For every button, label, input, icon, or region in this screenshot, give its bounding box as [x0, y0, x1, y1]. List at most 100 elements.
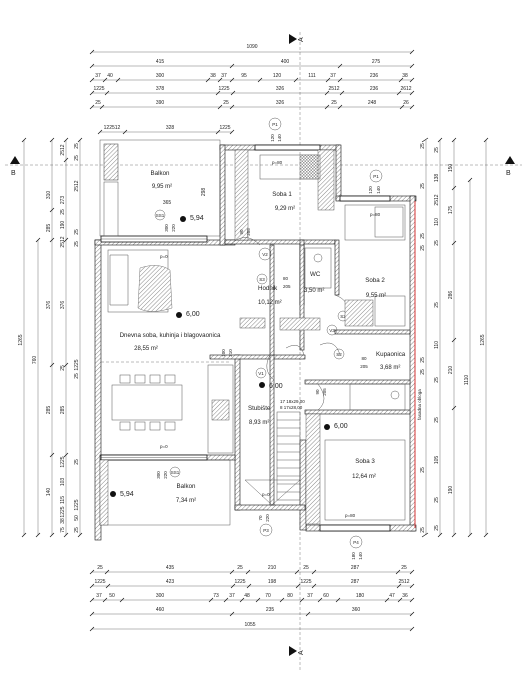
svg-text:760: 760 — [32, 356, 38, 365]
svg-text:38: 38 — [60, 518, 66, 524]
svg-text:105: 105 — [434, 456, 440, 465]
room-hodnik: Hodnik 10,12 m² S3 80 205 — [239, 273, 321, 331]
svg-text:Balkon: Balkon — [177, 483, 196, 490]
section-arrow-a-top — [289, 34, 297, 44]
svg-text:S3: S3 — [259, 277, 265, 282]
room-soba-3: 6,00 90 205 Soba 3 12,64 m² p=80 P4 180 … — [305, 383, 406, 560]
svg-text:9,55 m²: 9,55 m² — [366, 293, 386, 299]
svg-text:12,64 m²: 12,64 m² — [352, 474, 376, 480]
svg-text:60: 60 — [323, 593, 329, 599]
svg-text:103: 103 — [60, 478, 66, 487]
svg-text:205: 205 — [283, 284, 291, 289]
svg-text:50: 50 — [74, 515, 80, 521]
svg-text:73: 73 — [213, 593, 219, 599]
top-dimensions: 1090 415 400 275 37 40 300 38 37 95 120 … — [89, 44, 415, 135]
svg-text:415: 415 — [156, 59, 165, 65]
svg-text:28,55 m²: 28,55 m² — [134, 346, 158, 352]
svg-text:p=80: p=80 — [370, 212, 381, 217]
svg-text:460: 460 — [156, 607, 165, 613]
svg-text:90: 90 — [315, 389, 320, 395]
svg-text:37: 37 — [221, 73, 227, 79]
svg-text:SS1: SS1 — [171, 470, 180, 475]
svg-text:V1: V1 — [258, 371, 264, 376]
room-stubiste: V1 6,00 Stubište 8,93 m² 17 18x29,00 8 1… — [244, 367, 305, 537]
svg-text:287: 287 — [351, 565, 360, 571]
svg-text:95: 95 — [241, 73, 247, 79]
svg-text:p=0: p=0 — [160, 254, 168, 259]
svg-text:Kupaonica: Kupaonica — [376, 351, 406, 358]
svg-text:25: 25 — [74, 241, 80, 247]
svg-text:190: 190 — [60, 221, 66, 230]
svg-text:300: 300 — [156, 73, 165, 79]
svg-text:37: 37 — [229, 593, 235, 599]
svg-text:25: 25 — [60, 365, 66, 371]
svg-text:210: 210 — [228, 349, 233, 357]
svg-text:1225: 1225 — [74, 359, 80, 370]
svg-text:25: 25 — [420, 527, 426, 533]
svg-text:37: 37 — [96, 593, 102, 599]
svg-text:2512: 2512 — [398, 579, 409, 585]
svg-text:2512: 2512 — [328, 86, 339, 92]
level-marker-1 — [180, 216, 186, 222]
svg-text:25: 25 — [74, 155, 80, 161]
svg-text:48: 48 — [244, 593, 250, 599]
svg-text:25: 25 — [420, 183, 426, 189]
svg-text:198: 198 — [268, 579, 277, 585]
svg-text:25: 25 — [434, 147, 440, 153]
svg-text:25: 25 — [237, 565, 243, 571]
svg-text:p=0: p=0 — [160, 444, 168, 449]
svg-text:25: 25 — [74, 459, 80, 465]
facade-note: fasadna obloga — [417, 389, 422, 420]
svg-text:220: 220 — [265, 514, 270, 522]
level-marker-3 — [259, 382, 265, 388]
svg-text:Stubište: Stubište — [248, 405, 271, 412]
svg-text:P1: P1 — [272, 122, 278, 127]
svg-text:25: 25 — [74, 229, 80, 235]
svg-text:236: 236 — [370, 86, 379, 92]
svg-text:285: 285 — [46, 224, 52, 233]
svg-text:25: 25 — [434, 497, 440, 503]
dim-top-total: 1090 — [246, 44, 257, 50]
svg-text:298: 298 — [201, 188, 207, 197]
balcony-bottom: 5,94 Balkon 7,34 m² 300 220 SS1 — [99, 459, 231, 526]
building-walls — [94, 144, 417, 541]
svg-text:1225: 1225 — [93, 86, 104, 92]
svg-text:286: 286 — [448, 291, 454, 300]
svg-text:236: 236 — [370, 73, 379, 79]
section-label-a-bottom: A — [298, 650, 305, 655]
svg-text:287: 287 — [351, 579, 360, 585]
svg-text:SS1: SS1 — [156, 213, 165, 218]
svg-text:25: 25 — [420, 369, 426, 375]
svg-text:Dnevna soba, kuhinja i blagova: Dnevna soba, kuhinja i blagovaonica — [120, 332, 221, 339]
dim-bottom-total: 1055 — [244, 622, 255, 628]
svg-text:P3: P3 — [263, 528, 269, 533]
svg-text:36: 36 — [402, 593, 408, 599]
svg-text:190: 190 — [448, 486, 454, 495]
svg-text:378: 378 — [156, 86, 165, 92]
svg-text:90: 90 — [239, 229, 244, 235]
svg-text:248: 248 — [368, 100, 377, 106]
section-arrow-b-left — [10, 156, 20, 164]
svg-text:25: 25 — [223, 100, 229, 106]
svg-text:50: 50 — [109, 593, 115, 599]
dim-left-total: 1265 — [18, 334, 24, 345]
svg-text:80: 80 — [361, 356, 367, 361]
svg-text:1110: 1110 — [464, 375, 470, 386]
svg-text:2512: 2512 — [74, 180, 80, 191]
svg-text:70: 70 — [258, 515, 263, 521]
svg-text:1225: 1225 — [74, 499, 80, 510]
svg-text:37: 37 — [95, 73, 101, 79]
svg-text:17 18x29,00: 17 18x29,00 — [280, 399, 305, 404]
svg-text:6,00: 6,00 — [269, 383, 283, 390]
svg-text:25: 25 — [74, 143, 80, 149]
svg-text:360: 360 — [352, 607, 361, 613]
svg-text:25: 25 — [420, 143, 426, 149]
svg-text:8,93 m²: 8,93 m² — [249, 420, 269, 426]
svg-text:300: 300 — [164, 224, 169, 232]
svg-text:Balkon: Balkon — [151, 170, 170, 177]
svg-text:122512: 122512 — [104, 125, 121, 131]
svg-text:180: 180 — [356, 593, 365, 599]
svg-text:5,94: 5,94 — [120, 491, 134, 498]
svg-text:6,00: 6,00 — [186, 311, 200, 318]
svg-text:S2: S2 — [340, 314, 346, 319]
